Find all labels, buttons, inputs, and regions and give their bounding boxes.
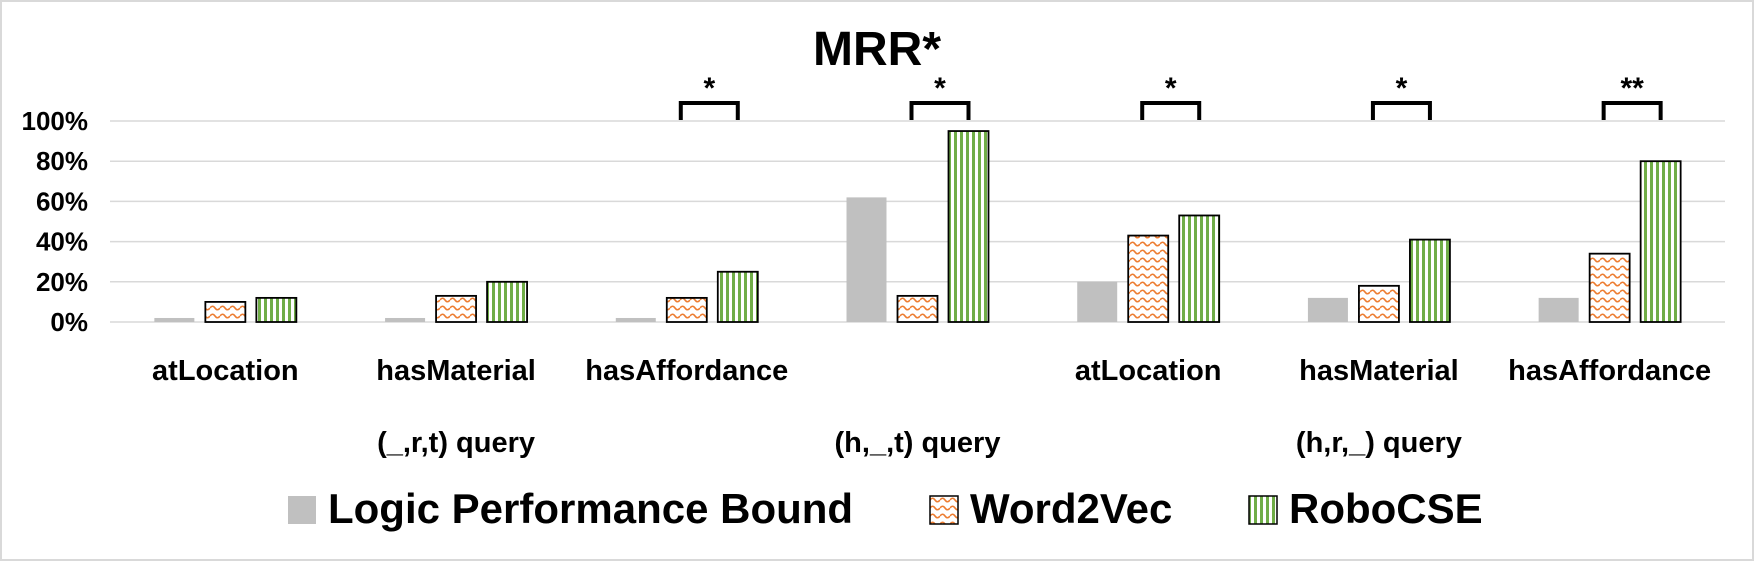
bar-robocse xyxy=(1639,160,1682,323)
legend-swatch xyxy=(1248,495,1278,525)
significance-bracket xyxy=(909,101,971,120)
bar-robocse xyxy=(1178,214,1221,323)
bar-robocse xyxy=(255,296,298,323)
significance-marker: * xyxy=(934,72,946,105)
x-group-label: (h,r,_) query xyxy=(1296,427,1462,459)
legend-label: Word2Vec xyxy=(970,485,1172,532)
y-tick-label: 0% xyxy=(50,307,88,337)
group-labels: (_,r,t) query (h,_,t) query (h,r,_) query xyxy=(377,427,1462,459)
chart-title: MRR* xyxy=(813,23,941,76)
x-category-label: hasMaterial xyxy=(376,355,536,387)
significance-marker: * xyxy=(1165,72,1177,105)
bar-word2vec xyxy=(1358,284,1400,323)
bar-logic-performance-bound xyxy=(385,317,426,322)
significance-marker: ** xyxy=(1620,72,1644,105)
bars xyxy=(154,130,1682,323)
significance-marker: * xyxy=(703,72,715,105)
bar-robocse xyxy=(1409,238,1451,323)
bar-logic-performance-bound xyxy=(846,197,887,322)
bar-word2vec xyxy=(435,294,477,323)
bar-word2vec xyxy=(1127,234,1170,323)
x-category-label: atLocation xyxy=(152,355,299,387)
significance-marker: * xyxy=(1396,72,1408,105)
significance-brackets: ****** xyxy=(678,72,1663,120)
significance-bracket xyxy=(1370,101,1432,120)
bar-logic-performance-bound xyxy=(615,317,656,322)
bar-logic-performance-bound xyxy=(1307,297,1348,322)
bar-robocse xyxy=(716,270,759,323)
bar-word2vec xyxy=(204,300,247,323)
bar-logic-performance-bound xyxy=(154,317,195,322)
y-tick-label: 80% xyxy=(36,146,88,176)
y-tick-label: 60% xyxy=(36,186,88,216)
bar-word2vec xyxy=(896,294,939,323)
legend-label: RoboCSE xyxy=(1289,485,1483,532)
bar-logic-performance-bound xyxy=(1077,281,1118,322)
x-category-label: hasAffordance xyxy=(1508,355,1711,387)
y-tick-label: 40% xyxy=(36,227,88,257)
bar-logic-performance-bound xyxy=(1538,297,1579,322)
bar-word2vec xyxy=(1588,252,1631,323)
significance-bracket xyxy=(1601,101,1663,120)
y-tick-label: 20% xyxy=(36,267,88,297)
x-category-label: atLocation xyxy=(1075,355,1222,387)
y-tick-label: 100% xyxy=(22,106,89,136)
significance-bracket xyxy=(678,101,740,120)
y-axis-ticks: 0% 20% 40% 60% 80% 100% xyxy=(22,106,89,337)
bar-robocse xyxy=(947,130,990,323)
gridlines xyxy=(110,120,1725,323)
category-labels: atLocation hasMaterial hasAffordance atLoca… xyxy=(152,355,1711,387)
bar-word2vec xyxy=(665,296,708,323)
legend-swatch xyxy=(288,496,316,524)
bar-robocse xyxy=(486,280,528,323)
significance-bracket xyxy=(1140,101,1202,120)
x-category-label: hasAffordance xyxy=(585,355,788,387)
legend-label: Logic Performance Bound xyxy=(328,485,853,532)
x-group-label: (h,_,t) query xyxy=(835,427,1001,459)
legend: Logic Performance Bound Word2Vec RoboCSE xyxy=(288,485,1483,532)
x-group-label: (_,r,t) query xyxy=(377,427,535,459)
x-category-label: hasMaterial xyxy=(1299,355,1459,387)
legend-swatch xyxy=(929,495,959,525)
